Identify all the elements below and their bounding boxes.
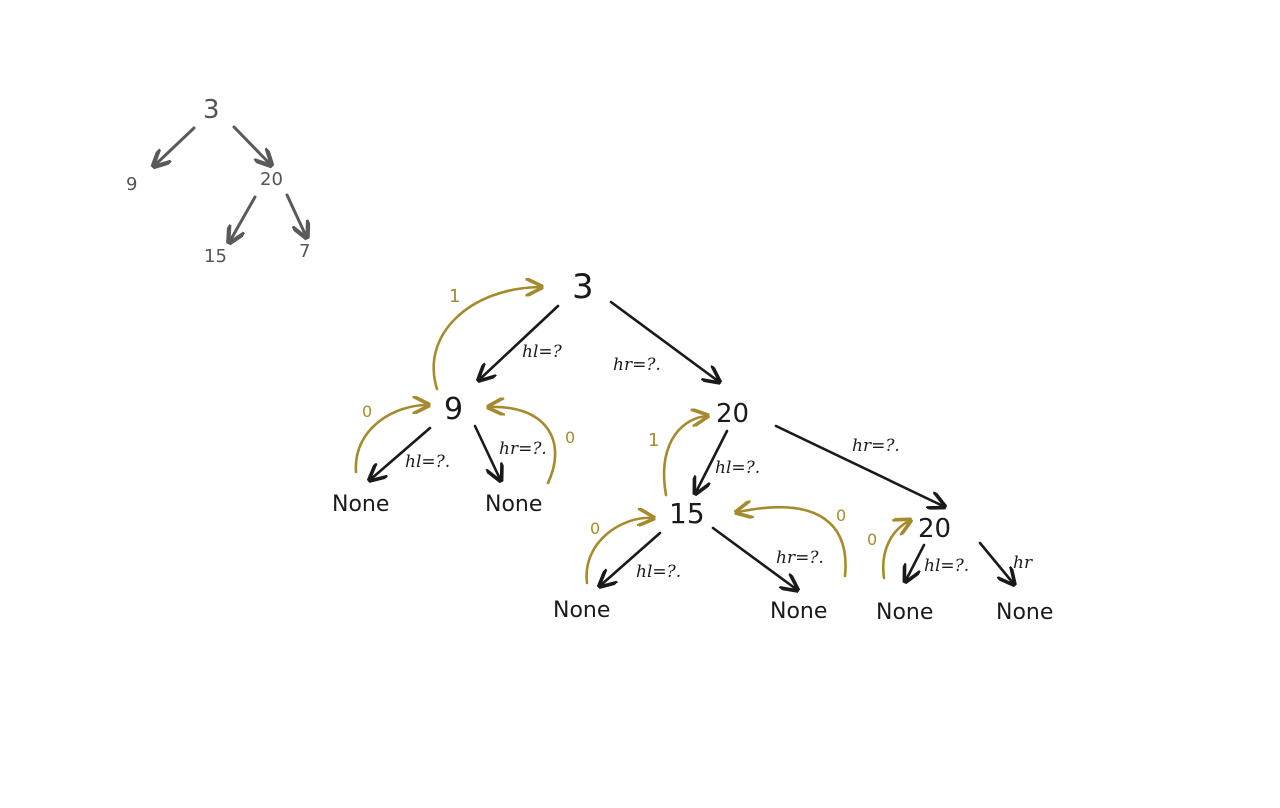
edge-root-right	[609, 300, 718, 381]
node-9: 9	[444, 392, 463, 427]
small-node-right-right: 7	[299, 241, 310, 262]
node-15: 15	[669, 497, 705, 530]
edge-20b-left	[906, 543, 926, 580]
edge-15-left	[601, 531, 662, 585]
label-20b-left: hl=?.	[924, 556, 969, 576]
return-arrow-none-to-15-right	[738, 507, 847, 578]
small-node-root: 3	[203, 95, 220, 125]
node-none-15-right: None	[770, 599, 827, 624]
small-edge-right-right	[285, 193, 306, 236]
edge-9-left	[371, 426, 432, 479]
label-20-right: hr=?.	[852, 436, 900, 456]
ret-value-none-to-15-left: 0	[590, 519, 600, 538]
return-arrow-none-to-20b-left	[881, 521, 909, 580]
label-root-right: hr=?.	[613, 355, 661, 375]
edge-20-right	[774, 424, 943, 506]
ret-value-none-to-9-right: 0	[565, 428, 575, 447]
small-edge-right-left	[230, 195, 257, 241]
edge-9-right	[473, 424, 500, 479]
edge-20b-right	[978, 541, 1013, 583]
edge-15-right	[711, 526, 796, 589]
small-tree: 3 9 20 15 7	[126, 95, 310, 267]
small-node-right: 20	[260, 169, 283, 190]
label-root-left: hl=?	[522, 342, 563, 362]
small-edge-root-right	[232, 125, 270, 164]
label-9-right: hr=?.	[499, 439, 547, 459]
return-arrow-none-to-15-left	[585, 518, 652, 585]
small-node-right-left: 15	[204, 246, 227, 267]
ret-value-9-to-root: 1	[449, 286, 460, 307]
return-arrow-none-to-9-right	[490, 407, 557, 485]
small-edge-root-left	[155, 126, 196, 165]
ret-value-15-to-20: 1	[648, 430, 659, 451]
node-none-9-right: None	[485, 492, 542, 517]
node-root: 3	[572, 267, 594, 307]
ret-value-none-to-15-right: 0	[836, 506, 846, 525]
node-none-20b-left: None	[876, 600, 933, 625]
label-20b-right: hr	[1013, 553, 1033, 573]
small-node-left: 9	[126, 174, 137, 195]
node-20-second: 20	[918, 514, 951, 544]
node-20: 20	[716, 399, 749, 429]
node-none-20b-right: None	[996, 600, 1053, 625]
label-20-left: hl=?.	[715, 458, 760, 478]
edge-root-left	[480, 304, 560, 379]
return-arrow-9-to-root	[432, 287, 540, 391]
node-none-9-left: None	[332, 492, 389, 517]
label-15-left: hl=?.	[636, 562, 681, 582]
label-15-right: hr=?.	[776, 548, 824, 568]
return-arrow-none-to-9-left	[354, 405, 427, 474]
main-tree: 3 9 20 15 20 None None None None None No…	[332, 267, 1053, 625]
ret-value-none-to-20b-left: 0	[867, 530, 877, 549]
label-9-left: hl=?.	[405, 452, 450, 472]
node-none-15-left: None	[553, 598, 610, 623]
edge-20-left	[696, 429, 729, 492]
return-arrow-15-to-20	[662, 416, 706, 497]
ret-value-none-to-9-left: 0	[362, 402, 372, 421]
